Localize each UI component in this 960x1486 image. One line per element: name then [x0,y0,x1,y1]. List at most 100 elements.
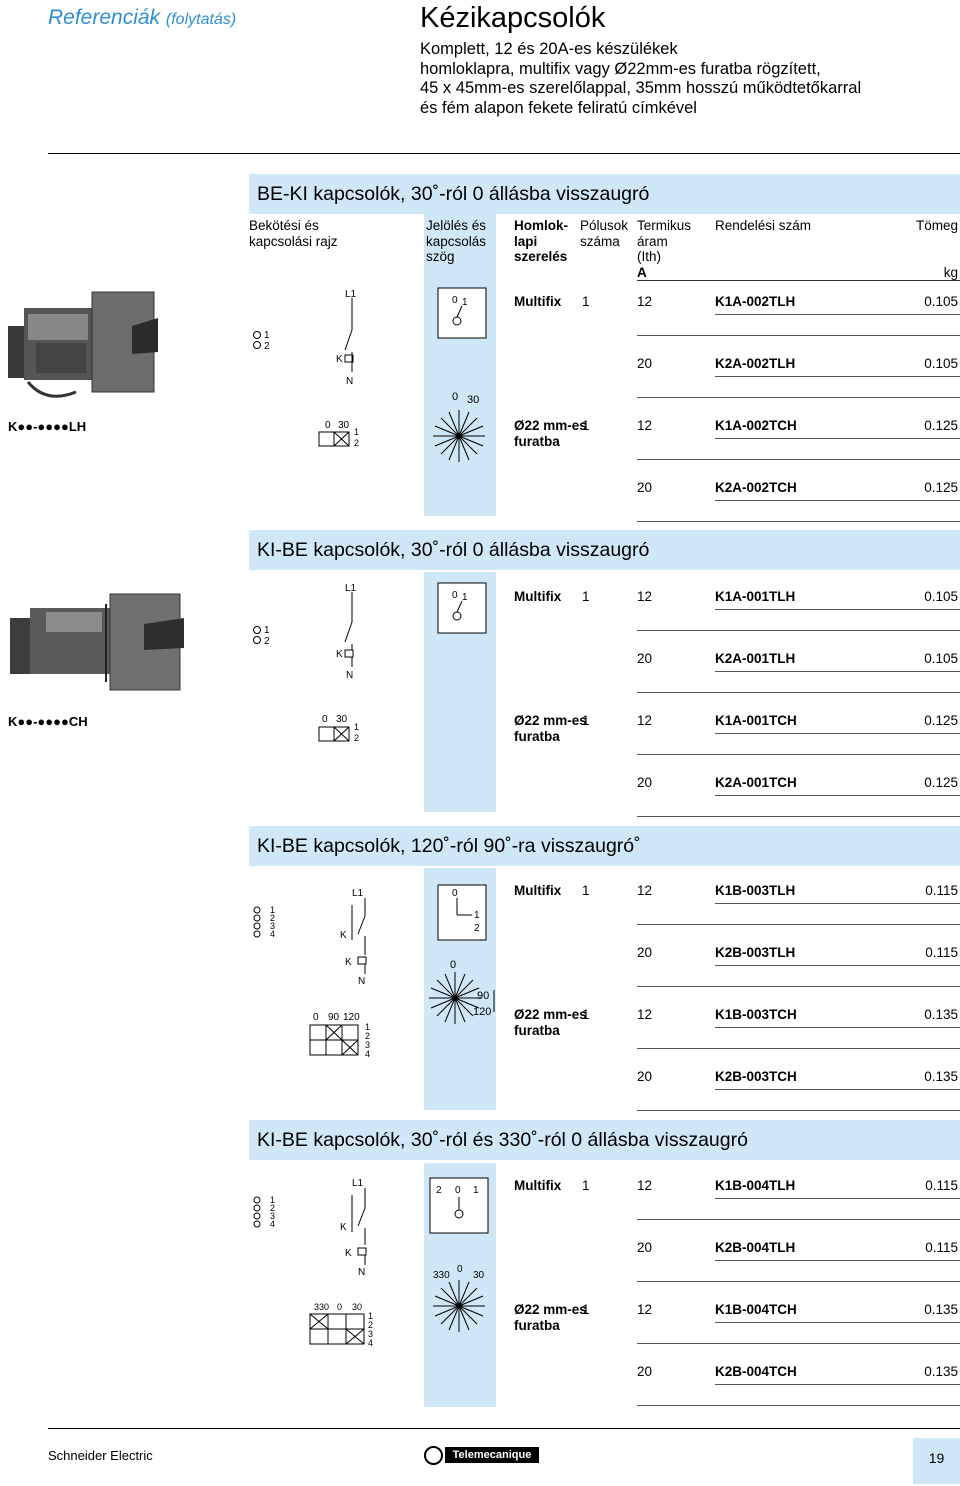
telemecanique-logo-icon [424,1446,443,1465]
svg-text:1: 1 [264,625,270,636]
svg-text:1: 1 [473,1185,479,1196]
footer-brand: Schneider Electric [48,1448,153,1463]
row-mounting: Ø22 mm-es [514,418,587,433]
svg-text:3: 3 [270,921,275,931]
svg-text:4: 4 [368,1338,373,1348]
row-mounting: Multifix [514,883,562,898]
row-rule [637,816,960,817]
row-mounting-2: furatba [514,1318,560,1333]
svg-text:30: 30 [336,714,348,725]
row-ref: K2B-004TCH [715,1364,797,1379]
svg-text:1: 1 [474,910,480,921]
row-mounting-2: furatba [514,729,560,744]
row-current: 20 [637,480,653,495]
row-rule [715,1260,960,1261]
svg-text:0: 0 [452,590,458,601]
row-current: 12 [637,418,653,433]
svg-text:4: 4 [270,1219,275,1229]
row-weight: 0.115 [925,883,958,898]
svg-text:2: 2 [368,1320,373,1330]
svg-text:0: 0 [337,1302,342,1312]
row-rule [637,1405,960,1406]
svg-text:N: N [358,1267,365,1278]
svg-text:120: 120 [473,1006,491,1018]
row-rule [637,1343,960,1344]
svg-text:2: 2 [354,733,359,743]
row-mounting-2: furatba [514,434,560,449]
row-current: 20 [637,651,653,666]
svg-text:L1: L1 [352,1178,364,1189]
svg-text:K: K [340,1222,347,1233]
row-current: 12 [637,294,653,309]
row-rule [637,397,960,398]
row-weight: 0.125 [924,775,958,790]
page-title: Kézikapcsolók [420,2,606,34]
row-ref: K1B-004TCH [715,1302,797,1317]
row-poles: 1 [582,1178,590,1193]
svg-text:30: 30 [352,1302,362,1312]
wiring-diagram-1 [253,298,354,372]
svg-text:3: 3 [270,1211,275,1221]
row-rule [637,459,960,460]
page-number: 19 [913,1438,960,1484]
marking-column-band [424,214,496,516]
row-rule [715,965,960,966]
svg-text:K: K [345,1248,352,1259]
col-header-ref: Rendelési szám [715,218,812,233]
svg-text:2: 2 [270,913,275,923]
row-current: 12 [637,589,653,604]
svg-text:2: 2 [365,1031,370,1041]
row-weight: 0.115 [925,1240,958,1255]
row-rule [715,609,960,610]
row-poles: 1 [582,294,590,309]
row-mounting: Ø22 mm-es [514,1302,587,1317]
row-current: 20 [637,775,653,790]
svg-text:1: 1 [354,722,359,732]
row-current: 20 [637,1240,653,1255]
svg-text:1: 1 [462,592,468,603]
svg-text:3: 3 [365,1040,370,1050]
section-3-title: KI-BE kapcsolók, 120˚-ról 90˚-ra visszau… [249,826,960,866]
row-rule [715,903,960,904]
row-rule [637,1281,960,1282]
svg-text:1: 1 [354,427,359,437]
row-rule [715,733,960,734]
row-mounting: Ø22 mm-es [514,1007,587,1022]
row-weight: 0.105 [924,651,958,666]
row-ref: K2B-003TLH [715,945,796,960]
row-mounting: Multifix [514,1178,562,1193]
svg-text:330: 330 [314,1302,329,1312]
svg-text:0: 0 [450,959,456,971]
section-label: Referenciák (folytatás) [48,6,237,29]
svg-text:K: K [340,930,347,941]
svg-text:L1: L1 [352,888,364,899]
row-ref: K2A-002TLH [715,356,796,371]
row-rule [637,1110,960,1111]
row-ref: K2A-001TCH [715,775,797,790]
row-ref: K2B-003TCH [715,1069,797,1084]
switch-star-1 [433,410,485,462]
label-l1: L1 [345,289,357,300]
svg-text:1: 1 [368,1311,373,1321]
row-rule [637,754,960,755]
row-mounting: Multifix [514,589,562,604]
row-poles: 1 [582,1302,590,1317]
row-mounting: Ø22 mm-es [514,713,587,728]
row-rule [637,986,960,987]
label-k: K [336,354,343,365]
row-rule [637,692,960,693]
section-2-title: KI-BE kapcsolók, 30˚-ról 0 állásba vissz… [249,530,960,570]
row-ref: K1A-002TCH [715,418,797,433]
svg-text:2: 2 [264,636,270,647]
svg-text:90: 90 [477,990,489,1002]
star-pos-30: 30 [467,394,479,406]
row-rule [715,671,960,672]
section-4-title: KI-BE kapcsolók, 30˚-ról és 330˚-ról 0 á… [249,1120,960,1160]
row-poles: 1 [582,713,590,728]
header-rule [48,153,960,154]
row-current: 12 [637,713,653,728]
row-ref: K2B-004TLH [715,1240,796,1255]
